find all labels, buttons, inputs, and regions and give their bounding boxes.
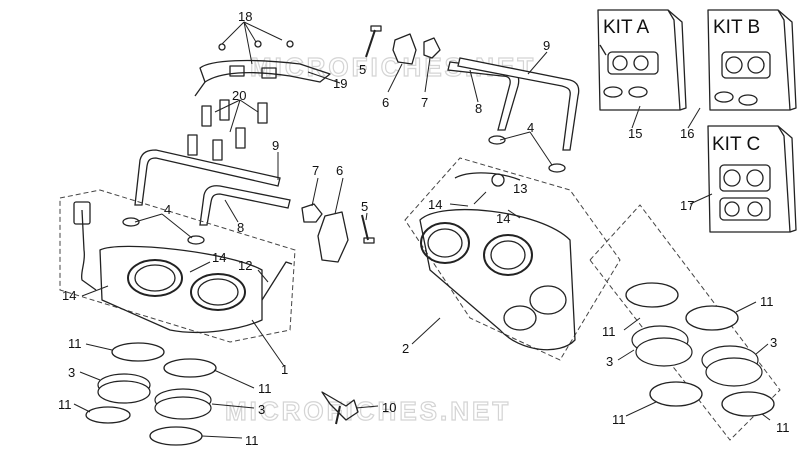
callout-9-left: 9 [272,138,279,153]
callout-16: 16 [680,126,694,141]
callout-17: 17 [680,198,694,213]
callout-3-right-b: 3 [606,354,613,369]
kit-c-title: KIT C [712,134,760,155]
sensor-top [365,25,441,93]
callout-5-left: 5 [361,199,368,214]
kit-b-leader [687,107,701,129]
kit-b-box: KIT B [707,9,797,111]
callout-10: 10 [382,400,396,415]
callout-14-right-b: 14 [496,211,510,226]
callout-7-top: 7 [421,95,428,110]
throttle-body-left [59,189,296,367]
callout-14-left-a: 14 [212,250,226,265]
hose-left [122,149,291,245]
callout-11-right-b: 11 [602,324,616,339]
callout-11-left-a: 11 [68,336,82,351]
callout-1: 1 [281,362,288,377]
kit-c-box: KIT C [707,125,797,233]
clamps-left [73,342,255,446]
part-10-fitting [321,391,379,425]
callout-12: 12 [238,258,252,273]
callout-9-top: 9 [543,38,550,53]
kit-a-box: KIT A [597,9,687,111]
callout-4-right: 4 [527,120,534,135]
fuel-rail-assembly [187,21,341,161]
callout-5-top: 5 [359,62,366,77]
watermark-bottom: MICROFICHES.NET [225,396,511,426]
callout-3-left-b: 3 [258,402,265,417]
callout-11-left-c: 11 [258,381,272,396]
callout-6-top: 6 [382,95,389,110]
callout-3-left-a: 3 [68,365,75,380]
throttle-body-right [404,157,621,361]
callout-11-right-d: 11 [776,420,790,435]
kit-c-leader [689,193,713,205]
callout-11-left-b: 11 [58,397,72,412]
callout-13: 13 [513,181,527,196]
callout-14-right-a: 14 [428,197,442,212]
callout-7-left: 7 [312,163,319,178]
hose-right [447,51,580,173]
callout-6-left: 6 [336,163,343,178]
callout-4-left: 4 [164,202,171,217]
callout-11-right-a: 11 [760,294,774,309]
callout-3-right-a: 3 [770,335,777,350]
callout-11-left-d: 11 [245,433,259,448]
callout-15: 15 [628,126,642,141]
sensor-mid [301,177,375,263]
callout-11-right-c: 11 [612,412,626,427]
clamps-right [589,204,781,441]
callout-2: 2 [402,341,409,356]
kit-a-title: KIT A [603,17,649,38]
kit-b-title: KIT B [713,17,760,38]
callout-19: 19 [333,76,347,91]
callout-18: 18 [238,9,252,24]
callout-8-left: 8 [237,220,244,235]
kit-a-leader [631,105,641,129]
callout-8-top: 8 [475,101,482,116]
callout-14-left-b: 14 [62,288,76,303]
callout-20: 20 [232,88,246,103]
